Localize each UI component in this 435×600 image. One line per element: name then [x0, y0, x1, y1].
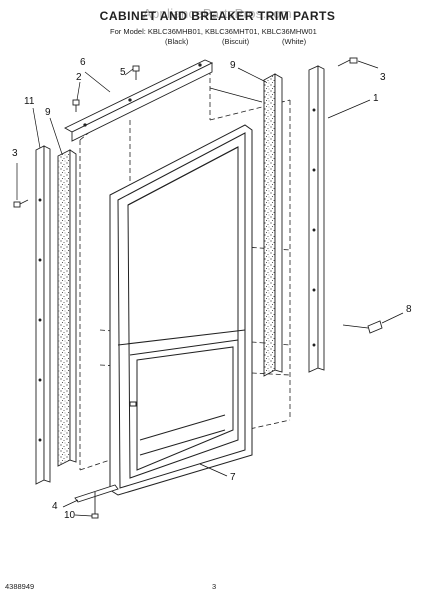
left-trim-strip: [35, 145, 51, 485]
variant-white: (White): [282, 37, 307, 46]
callout-9-right: 9: [230, 60, 236, 71]
variant-biscuit: (Biscuit): [222, 37, 250, 46]
variant-black: (Black): [165, 37, 189, 46]
top-trim-strip: [64, 59, 214, 142]
callout-8: 8: [406, 304, 412, 315]
document-number: 4388949: [5, 582, 35, 591]
bottom-hinge-bracket: [74, 484, 119, 519]
right-trim-strip: [308, 65, 325, 373]
clip-part-8: [367, 320, 383, 334]
left-foam-strip: [57, 149, 77, 467]
callout-6: 6: [80, 57, 86, 68]
callout-3-right: 3: [380, 72, 386, 83]
screw-part-2: [72, 99, 80, 112]
callout-3-left: 3: [12, 148, 18, 159]
diagram-title: CABINET AND BREAKER TRIM PARTS: [99, 9, 336, 23]
right-foam-strip: [263, 73, 283, 377]
watermark-text: AppliancePartsPros.com: [143, 6, 292, 21]
door-trim-frame: [109, 124, 253, 496]
callout-5: 5: [120, 67, 126, 78]
callout-2: 2: [76, 72, 82, 83]
leader-lines: [16, 60, 404, 517]
callout-10: 10: [64, 510, 76, 521]
screw-part-5: [132, 65, 140, 80]
callout-1: 1: [373, 93, 379, 104]
screw-right-part-3: [337, 57, 358, 67]
model-line: For Model: KBLC36MHB01, KBLC36MHT01, KBL…: [110, 27, 317, 36]
screw-left-part-3: [13, 199, 29, 208]
callout-4: 4: [52, 501, 58, 512]
callout-11: 11: [24, 96, 35, 107]
page-number: 3: [212, 582, 217, 591]
callout-7: 7: [230, 472, 236, 483]
callout-9-left: 9: [45, 107, 51, 118]
